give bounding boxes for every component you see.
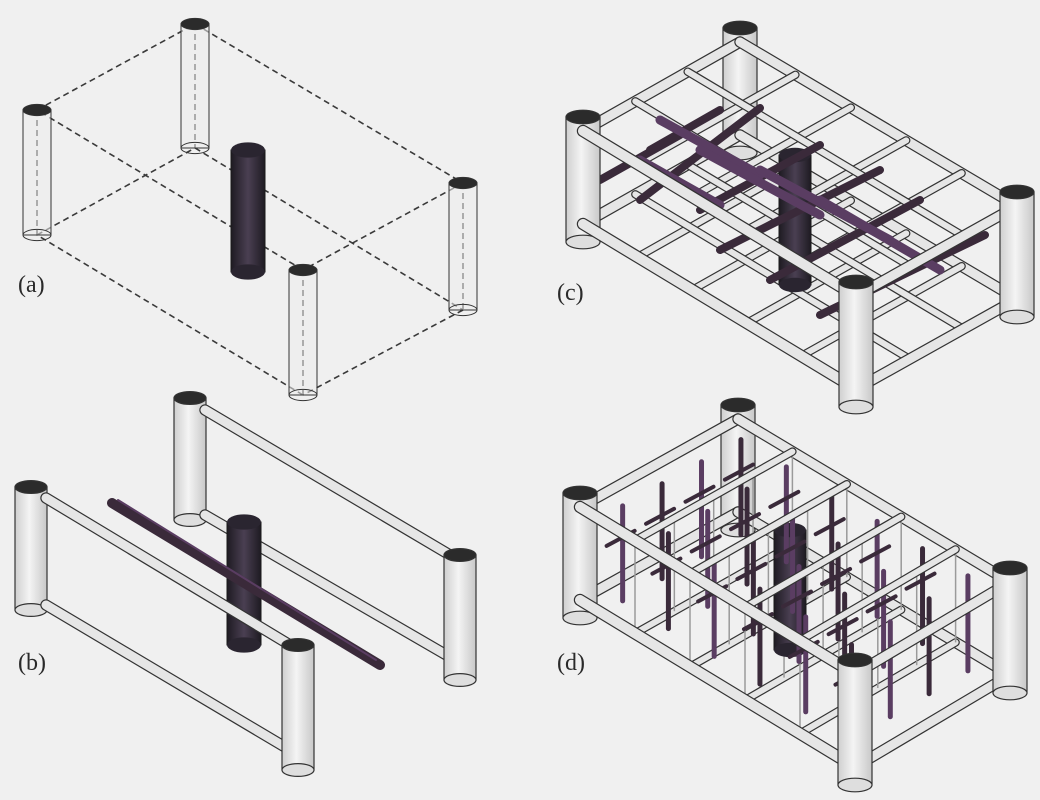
frame-c-column-front: [839, 275, 873, 414]
panel-label-c: (c): [557, 280, 584, 307]
frame-d-column-left-cap: [563, 486, 597, 500]
frame-c-column-right-cap: [1000, 185, 1034, 199]
frame-d-column-front: [838, 653, 872, 792]
central-core-base: [231, 264, 265, 279]
frame-back-column-right-cap: [444, 549, 476, 562]
frame-front-column-right-base: [282, 764, 314, 777]
column-left: [23, 104, 51, 240]
frame-d-column-back-cap: [721, 398, 755, 412]
frame-d-column-right-cap: [993, 561, 1027, 575]
frame-back-column-left-body: [174, 398, 206, 520]
panel-c-diagram: [566, 21, 1034, 414]
frame-back-column-right-base: [444, 674, 476, 687]
frame-d-column-right: [993, 561, 1027, 700]
frame-d-rod-bottom-left-front-fill: [580, 600, 855, 767]
frame-front-column-right-cap: [282, 639, 314, 652]
frame-c-column-right: [1000, 185, 1034, 324]
frame-c-column-back-cap: [723, 21, 757, 35]
frame-front-column-left-body: [15, 487, 47, 610]
frame-d-column-right-base: [993, 686, 1027, 700]
column-front: [289, 264, 317, 400]
frame-front-column-right: [282, 639, 314, 777]
column-back: [181, 18, 209, 153]
central-core-cap: [227, 514, 261, 529]
frame-front-column-right-body: [282, 645, 314, 770]
panel-b-diagram: [15, 392, 476, 777]
central-core-body: [231, 150, 265, 272]
column-right: [449, 177, 477, 315]
frame-d-column-front-base: [838, 778, 872, 792]
panel-d-diagram: [563, 398, 1027, 792]
column-right-cap: [449, 177, 477, 188]
frame-c-column-right-base: [1000, 310, 1034, 324]
frame-d-column-right-body: [993, 568, 1027, 693]
central-core: [231, 142, 265, 279]
central-core-cap: [231, 142, 265, 157]
frame-d-column-front-body: [838, 660, 872, 785]
column-left-body: [23, 110, 51, 235]
frame-c-column-right-body: [1000, 192, 1034, 317]
column-back-body: [181, 24, 209, 148]
frame-back-column-right: [444, 549, 476, 687]
frame-c-column-front-body: [839, 282, 873, 407]
dash-top-left: [37, 24, 195, 110]
frame-front-column-left-cap: [15, 481, 47, 494]
dash-top-right: [303, 183, 463, 270]
frame-c-column-front-cap: [839, 275, 873, 289]
dash-bottom-right: [303, 310, 463, 395]
panel-label-b: (b): [18, 650, 46, 677]
column-left-cap: [23, 104, 51, 115]
frame-c-column-left-cap: [566, 110, 600, 124]
panel-a-diagram: [23, 18, 477, 400]
column-right-body: [449, 183, 477, 310]
central-core-base: [227, 637, 261, 652]
column-back-cap: [181, 18, 209, 29]
frame-back-column-left-cap: [174, 392, 206, 405]
frame-d-rod-bottom-left-front: [580, 600, 855, 767]
column-front-cap: [289, 264, 317, 275]
central-core-base: [779, 278, 811, 292]
frame-c-column-front-base: [839, 400, 873, 414]
panel-label-a: (a): [18, 272, 45, 299]
frame-d-column-front-cap: [838, 653, 872, 667]
frame-back-column-right-body: [444, 555, 476, 680]
panel-label-d: (d): [557, 650, 585, 677]
column-front-body: [289, 270, 317, 395]
